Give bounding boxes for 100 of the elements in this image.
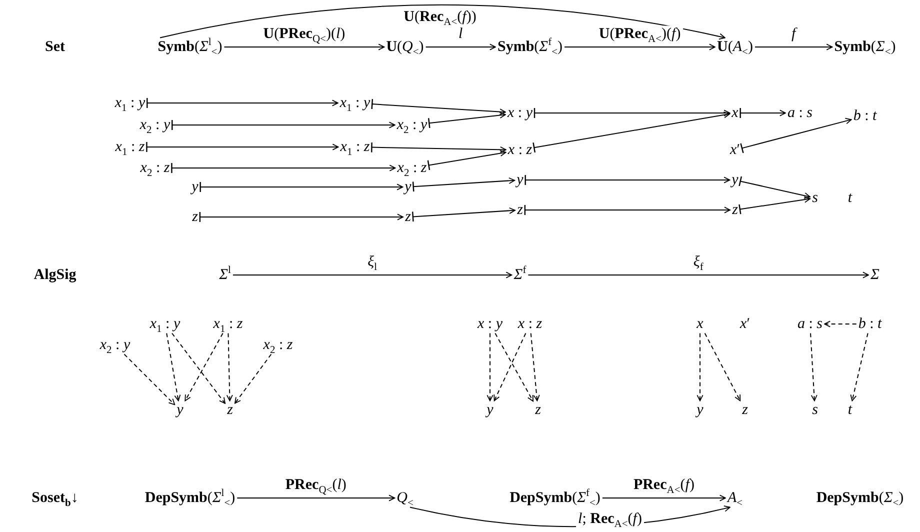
math-term: y	[192, 178, 198, 196]
mapsto-arrow	[146, 141, 339, 153]
math-term: x$_{1}$ : z	[340, 138, 370, 156]
dashed-arrow	[494, 332, 534, 402]
math-term: a : s	[798, 316, 822, 332]
math-term: DepSymb(Σ$^{l}$$_{<}$)	[144, 490, 236, 506]
arrow	[602, 494, 726, 502]
mapsto-arrow	[371, 142, 506, 153]
dashed-arrow	[166, 332, 181, 402]
mapsto-arrow	[171, 162, 396, 174]
math-term: b : t	[853, 108, 877, 124]
row-label: Set	[45, 38, 65, 56]
math-term: y	[486, 402, 494, 418]
math-term: y	[696, 402, 704, 418]
edge-label: U(PRec$_{Q<}$)(l)	[261, 26, 348, 42]
math-term: Symb(Σ$_{<}$)	[834, 38, 896, 56]
math-term: Σ	[870, 266, 880, 284]
edge-label: f	[790, 26, 798, 42]
math-term: b : t	[858, 316, 882, 332]
arrow	[754, 44, 833, 50]
dashed-arrow	[486, 332, 494, 402]
mapsto-arrow	[740, 107, 786, 119]
dashed-arrow	[172, 332, 226, 404]
dashed-arrow	[494, 332, 526, 402]
dashed-arrow	[184, 332, 224, 402]
math-term: z	[535, 402, 541, 418]
math-term: x$_{2}$ : z	[397, 160, 427, 176]
math-term: x : z	[508, 142, 532, 158]
dashed-arrow	[696, 332, 704, 402]
math-term: t	[848, 190, 852, 206]
math-term: a : s	[788, 104, 812, 122]
mapsto-arrow	[738, 176, 811, 199]
mapsto-arrow	[427, 150, 506, 171]
math-term: y	[732, 172, 738, 188]
math-term: x$_{2}$ : y	[396, 116, 428, 134]
math-term: y	[404, 178, 412, 196]
dashed-arrow	[234, 354, 272, 404]
math-term: x′	[740, 316, 750, 332]
arrow	[232, 272, 512, 278]
math-term: z	[405, 208, 411, 226]
math-term: x′	[730, 142, 740, 158]
math-term: Σ$^{f}$	[514, 266, 526, 284]
math-term: y	[176, 402, 184, 418]
dashed-arrow	[530, 332, 540, 402]
math-term: y	[516, 172, 524, 188]
edge-label: U(Rec$_{A<}$(f))	[402, 8, 478, 26]
math-term: z	[742, 402, 748, 418]
mapsto-arrow	[172, 119, 396, 131]
math-term: x	[696, 316, 704, 332]
edge-label: ξ$_{l}$	[366, 254, 380, 270]
mapsto-arrow	[532, 112, 730, 154]
row-label: AlgSig	[34, 266, 76, 284]
mapsto-arrow	[428, 112, 506, 129]
math-term: z	[517, 202, 523, 218]
math-term: z	[227, 402, 233, 418]
math-term: x	[732, 104, 738, 122]
edge-label: l; Rec$_{A<}$(f)	[576, 510, 644, 528]
math-term: x$_{1}$ : y	[340, 94, 370, 112]
mapsto-arrow	[146, 97, 338, 109]
edge-label: ξ$_{f}$	[691, 254, 706, 270]
edge-label: U(PRec$_{A<}$)(f)	[596, 26, 683, 42]
mapsto-arrow	[738, 196, 811, 215]
math-term: A$_{<}$	[727, 490, 743, 506]
math-term: s	[812, 190, 818, 206]
math-term: DepSymb(Σ$_{<}$)	[816, 490, 904, 506]
arrow	[564, 44, 716, 50]
math-term: U(Q$_{<}$)	[386, 38, 424, 56]
dashed-arrow	[810, 332, 818, 402]
math-term: z	[732, 202, 738, 218]
math-term: U(A$_{<}$)	[717, 38, 753, 56]
dashed-arrow	[824, 320, 857, 328]
math-term: x$_{2}$ : z	[140, 160, 170, 176]
arrow	[236, 494, 396, 502]
math-term: x$_{1}$ : z	[213, 316, 243, 332]
arrow	[528, 272, 870, 278]
math-term: x$_{2}$ : z	[263, 336, 293, 354]
math-term: Symb(Σ$^{f}$$_{<}$)	[497, 38, 563, 56]
edge-label: PRec$_{A<}$(f)	[631, 476, 696, 494]
mapsto-arrow	[412, 177, 516, 192]
dashed-arrow	[850, 332, 868, 402]
math-term: z	[192, 208, 198, 226]
mapsto-arrow	[524, 174, 730, 186]
math-term: x$_{2}$ : y	[140, 116, 170, 134]
mapsto-arrow	[534, 107, 730, 119]
math-term: x$_{1}$ : z	[115, 138, 145, 156]
mapsto-arrow	[740, 118, 852, 154]
mapsto-arrow	[200, 181, 404, 193]
arrow	[160, 4, 726, 40]
arrow	[224, 44, 385, 50]
edge-label: PRec$_{Q<}$(l)	[283, 476, 348, 494]
math-term: s	[812, 402, 818, 418]
mapsto-arrow	[371, 98, 506, 116]
dashed-arrow	[226, 332, 233, 402]
math-term: x$_{1}$ : y	[150, 316, 180, 332]
math-term: Q$_{<}$	[396, 490, 414, 506]
mapsto-arrow	[412, 207, 516, 222]
math-term: t	[848, 402, 852, 418]
arrow	[425, 44, 496, 50]
mapsto-arrow	[199, 211, 404, 223]
math-term: x : z	[518, 316, 542, 332]
